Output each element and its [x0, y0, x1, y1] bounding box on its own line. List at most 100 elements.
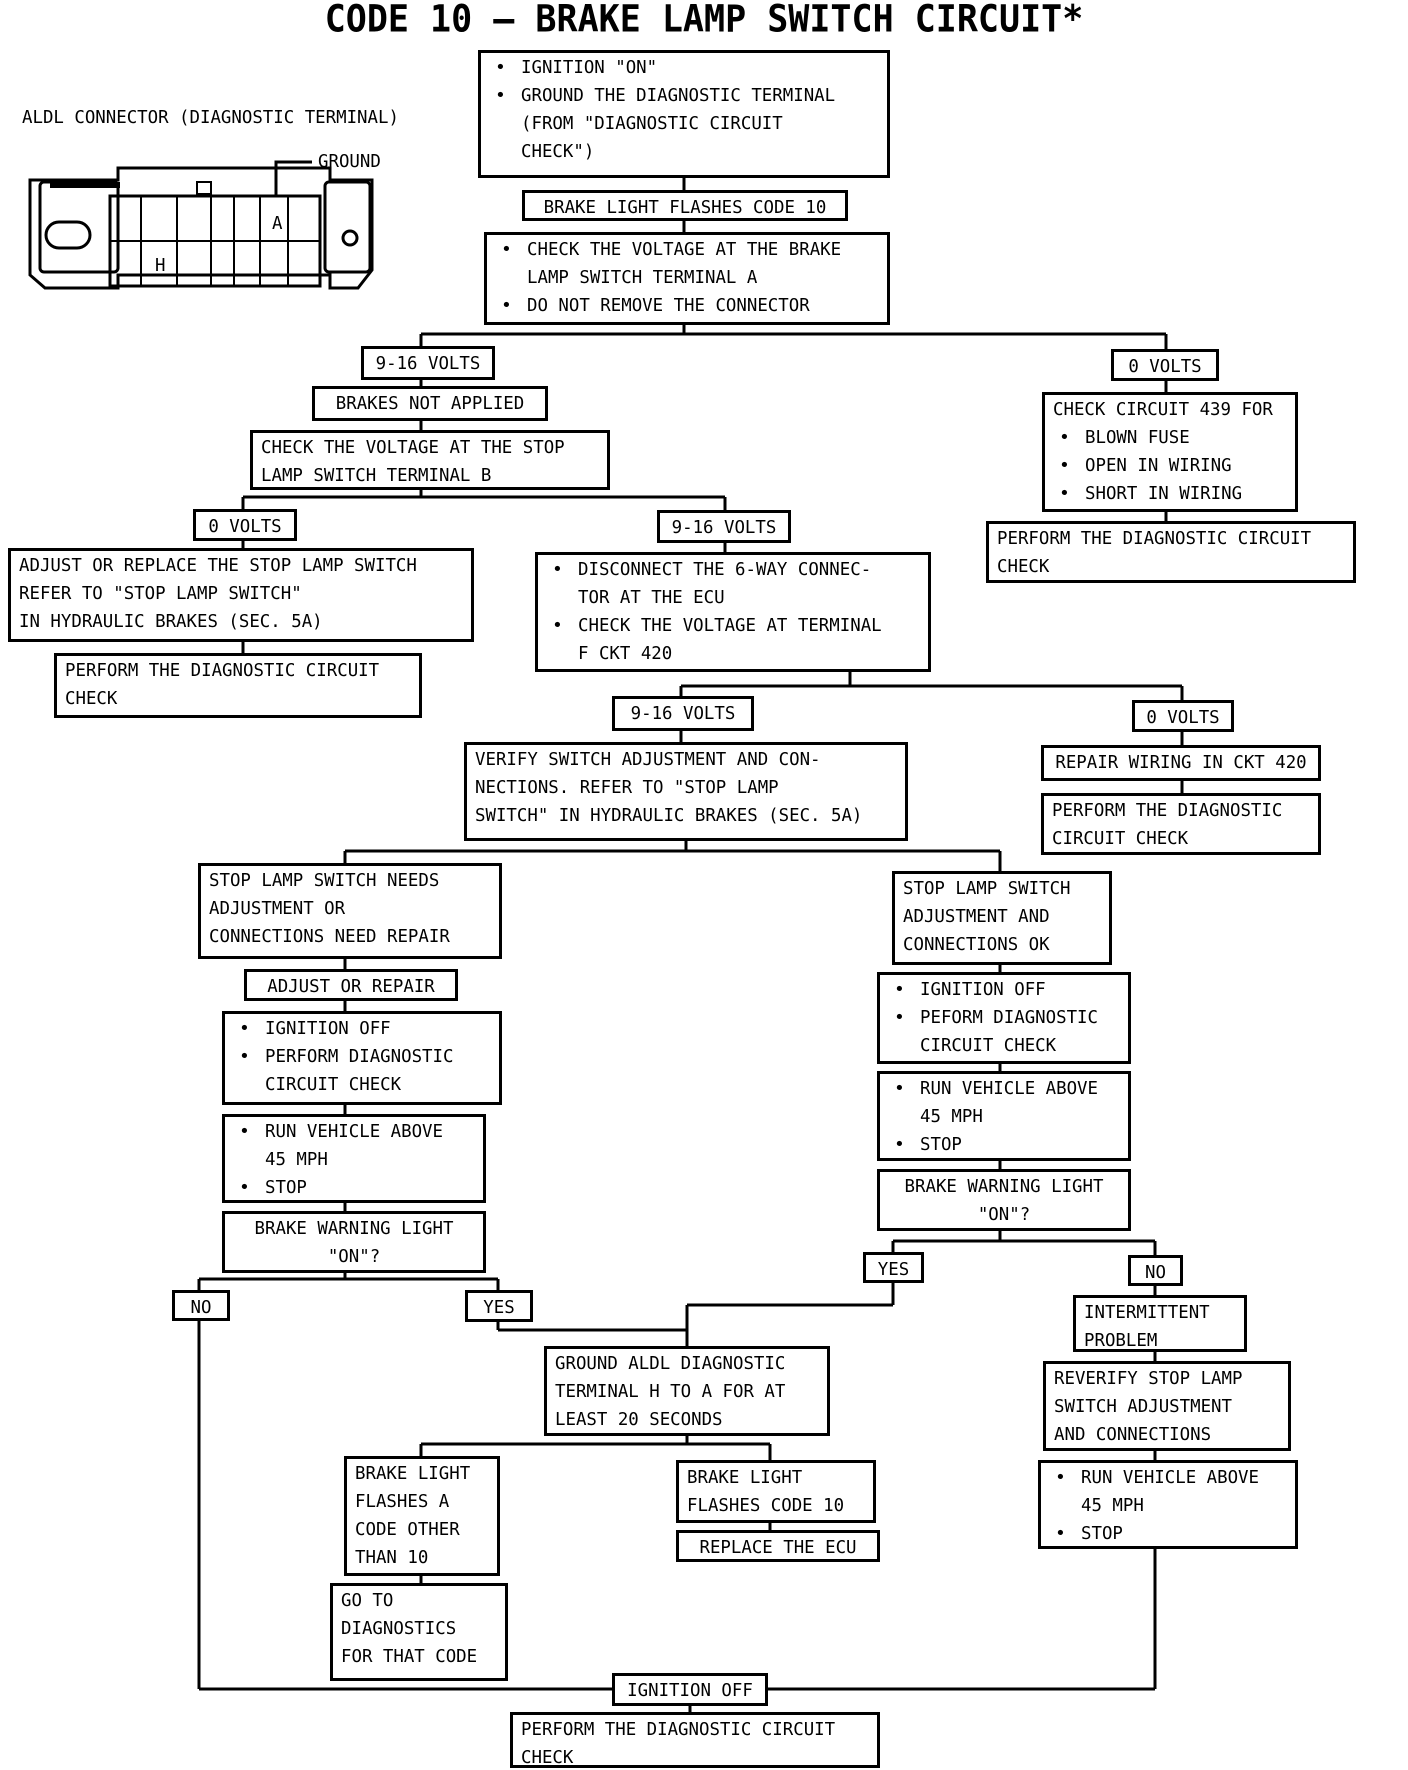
flow-text-line: DIAGNOSTICS — [341, 1619, 457, 1639]
flow-text-line: REPLACE THE ECU — [699, 1538, 857, 1558]
flow-text-line: SWITCH" IN HYDRAULIC BRAKES (SEC. 5A) — [475, 806, 863, 826]
flow-text-line: VERIFY SWITCH ADJUSTMENT AND CON- — [475, 750, 821, 770]
flow-bullet-item: IGNITION "ON" — [489, 54, 879, 82]
flow-text-line: CHECK — [65, 689, 118, 709]
flow-text-line: GROUND ALDL DIAGNOSTIC — [555, 1354, 786, 1374]
flow-box-perf-3: PERFORM THE DIAGNOSTIC CIRCUIT CHECK — [1041, 793, 1321, 855]
flow-bullet-item: PEFORM DIAGNOSTIC — [888, 1004, 1120, 1032]
flow-bullet-item: DISCONNECT THE 6-WAY CONNEC- — [546, 556, 920, 584]
flow-text-line: "ON"? — [327, 1247, 381, 1267]
flow-text-line: LEAST 20 SECONDS — [555, 1410, 723, 1430]
flow-text-line: YES — [877, 1260, 910, 1280]
flow-text-line: YES — [483, 1298, 515, 1318]
page-title: CODE 10 — BRAKE LAMP SWITCH CIRCUIT* — [324, 0, 1084, 42]
flow-text-line: CONNECTIONS NEED REPAIR — [209, 927, 450, 947]
flow-text-line: CONNECTIONS OK — [903, 935, 1050, 955]
flow-bullet-item: IGNITION OFF — [888, 976, 1120, 1004]
flow-text-line: NO — [1145, 1263, 1166, 1283]
flow-text-line: ADJUSTMENT OR — [209, 899, 346, 919]
flow-box-adj-repair: ADJUST OR REPAIR — [244, 969, 458, 1001]
flow-text-line: CIRCUIT CHECK — [1052, 829, 1189, 849]
flow-text-line: STOP LAMP SWITCH NEEDS — [209, 871, 440, 891]
flow-text-line: NECTIONS. REFER TO "STOP LAMP — [475, 778, 779, 798]
pin-a-label: A — [272, 214, 283, 234]
flow-bullet-item: (FROM "DIAGNOSTIC CIRCUIT — [521, 114, 783, 134]
flow-bullet-item: SHORT IN WIRING — [1053, 480, 1287, 508]
flow-box-flashes-10: BRAKE LIGHT FLASHES CODE 10 — [522, 190, 848, 221]
flow-text-line: CHECK — [521, 1748, 574, 1768]
flow-bullet-item: F CKT 420 — [578, 644, 673, 664]
flow-bullet-item: STOP — [1049, 1520, 1287, 1546]
flow-text-line: NO — [190, 1298, 212, 1318]
flow-text-line: IN HYDRAULIC BRAKES (SEC. 5A) — [19, 612, 323, 632]
flow-text-line: FLASHES A — [355, 1492, 450, 1512]
flow-bullet-item: IGNITION OFF — [233, 1015, 491, 1043]
flow-box-yes-r: YES — [863, 1252, 924, 1283]
flow-box-verify: VERIFY SWITCH ADJUSTMENT AND CON- NECTION… — [464, 742, 908, 841]
flow-box-ign-off-r: IGNITION OFFPEFORM DIAGNOSTIC CIRCUIT CHE… — [877, 972, 1131, 1064]
flow-text-line: 0 VOLTS — [1146, 708, 1220, 728]
flow-box-v-916b: 9-16 VOLTS — [657, 510, 791, 543]
flow-text-line: LAMP SWITCH TERMINAL B — [261, 466, 492, 486]
flow-text-line: CHECK THE VOLTAGE AT THE STOP — [261, 438, 565, 458]
flow-bullet-item: RUN VEHICLE ABOVE — [1049, 1464, 1287, 1492]
flow-text-line: PERFORM THE DIAGNOSTIC — [1052, 801, 1283, 821]
flow-text-line: BRAKES NOT APPLIED — [335, 394, 525, 414]
flow-text-line: CODE OTHER — [355, 1520, 460, 1540]
flow-bullet-item: OPEN IN WIRING — [1053, 452, 1287, 480]
flow-bullet-item: 45 MPH — [265, 1150, 328, 1170]
flow-box-perf-1: PERFORM THE DIAGNOSTIC CIRCUIT CHECK — [986, 521, 1356, 583]
flow-text-line: STOP LAMP SWITCH — [903, 879, 1071, 899]
flow-box-perf-final: PERFORM THE DIAGNOSTIC CIRCUIT CHECK — [510, 1712, 880, 1768]
flow-box-adj-ok: STOP LAMP SWITCH ADJUSTMENT AND CONNECTION… — [892, 871, 1112, 965]
flow-text-line: CHECK CIRCUIT 439 FOR — [1053, 400, 1273, 420]
flow-bullet-item: CHECK THE VOLTAGE AT TERMINAL — [546, 612, 920, 640]
flow-bullet-item: CHECK THE VOLTAGE AT THE BRAKE — [495, 236, 879, 264]
flow-text-line: 9-16 VOLTS — [630, 704, 736, 724]
flow-text-line: IGNITION OFF — [627, 1681, 753, 1701]
flow-text-line: SWITCH ADJUSTMENT — [1054, 1397, 1232, 1417]
flow-box-v-0c: 0 VOLTS — [1132, 700, 1234, 732]
flow-bullet-item: TOR AT THE ECU — [578, 588, 725, 608]
flow-box-check-439: CHECK CIRCUIT 439 FORBLOWN FUSEOPEN IN W… — [1042, 392, 1298, 512]
flow-text-line: PERFORM THE DIAGNOSTIC CIRCUIT — [521, 1720, 836, 1740]
flow-text-line: REVERIFY STOP LAMP — [1054, 1369, 1243, 1389]
flow-bullet-item: 45 MPH — [920, 1107, 983, 1127]
flow-box-no-r: NO — [1128, 1255, 1183, 1286]
flow-bullet-item: CIRCUIT CHECK — [920, 1036, 1057, 1056]
flow-bullet-item: GROUND THE DIAGNOSTIC TERMINAL — [489, 82, 879, 110]
pin-h-label: H — [155, 256, 166, 276]
flow-box-replace-ecu: REPLACE THE ECU — [676, 1530, 880, 1562]
flow-text-line: INTERMITTENT — [1084, 1303, 1210, 1323]
flow-box-v-0b: 0 VOLTS — [193, 509, 297, 541]
flow-text-line: BRAKE WARNING LIGHT — [254, 1219, 454, 1239]
flow-bullet-item: RUN VEHICLE ABOVE — [888, 1075, 1120, 1103]
flow-bullet-item: 45 MPH — [1081, 1496, 1144, 1516]
flow-text-line: BRAKE WARNING LIGHT — [904, 1177, 1104, 1197]
flow-box-disconnect: DISCONNECT THE 6-WAY CONNEC- TOR AT THE E… — [535, 552, 931, 672]
flow-box-v-916a: 9-16 VOLTS — [361, 346, 495, 380]
flow-text-line: "ON"? — [977, 1205, 1031, 1225]
flow-text-line: 9-16 VOLTS — [375, 354, 481, 374]
flow-text-line: THAN 10 — [355, 1548, 429, 1568]
flow-text-line: PERFORM THE DIAGNOSTIC CIRCUIT — [997, 529, 1312, 549]
flow-text-line: REFER TO "STOP LAMP SWITCH" — [19, 584, 302, 604]
flow-box-v-0a: 0 VOLTS — [1111, 349, 1219, 381]
flow-text-line: ADJUSTMENT AND — [903, 907, 1050, 927]
flow-box-check-a: CHECK THE VOLTAGE AT THE BRAKE LAMP SWITC… — [484, 232, 890, 325]
flow-box-repair-420: REPAIR WIRING IN CKT 420 — [1041, 745, 1321, 781]
flow-text-line: ADJUST OR REPLACE THE STOP LAMP SWITCH — [19, 556, 417, 576]
flow-text-line: FLASHES CODE 10 — [687, 1496, 845, 1516]
flow-bullet-item: STOP — [888, 1131, 1120, 1158]
flow-box-no-l: NO — [172, 1290, 230, 1321]
flow-bullet-item: LAMP SWITCH TERMINAL A — [527, 268, 758, 288]
flow-bullet-item: DO NOT REMOVE THE CONNECTOR — [495, 292, 879, 320]
flow-text-line: CHECK — [997, 557, 1050, 577]
